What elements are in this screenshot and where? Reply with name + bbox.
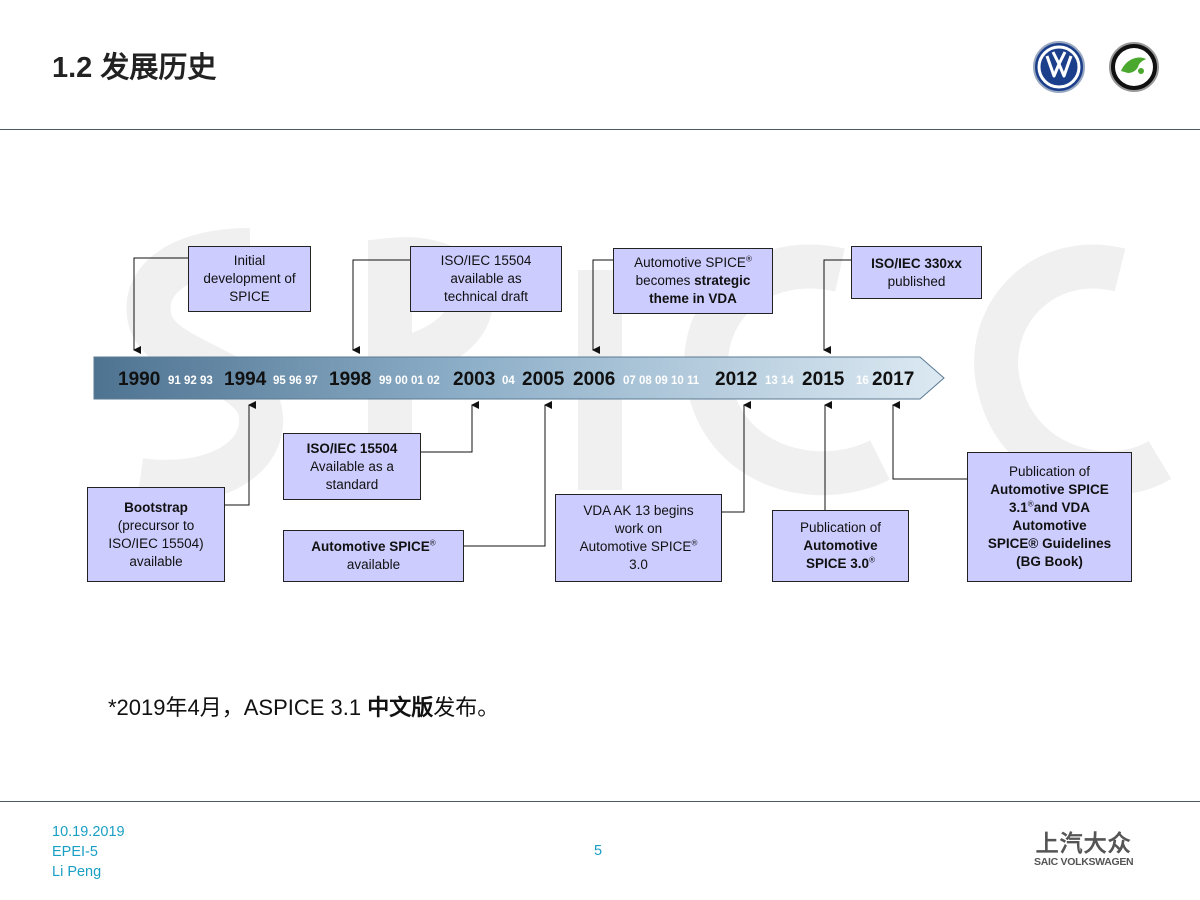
event-text: Publication of bbox=[1008, 464, 1091, 479]
event-text: ISO/IEC 15504 bbox=[440, 253, 532, 268]
footer-author: Li Peng bbox=[52, 864, 102, 880]
event-text-bold: ISO/IEC 15504 bbox=[306, 440, 398, 456]
event-text-bold: Bootstrap bbox=[124, 499, 188, 515]
registered-mark: ® bbox=[869, 555, 875, 565]
event-text: available bbox=[129, 553, 183, 569]
release-note: *2019年4月，ASPICE 3.1 中文版发布。 bbox=[108, 690, 499, 722]
event-box-spice-31-publication: Publication of Automotive SPICE 3.1®and … bbox=[967, 452, 1132, 582]
event-text-bold: Automotive bbox=[803, 538, 878, 553]
event-text: Automotive SPICE bbox=[634, 255, 746, 270]
event-text: SPICE bbox=[229, 289, 270, 304]
event-text-bold: SPICE® Guidelines bbox=[987, 536, 1112, 551]
page-title: 1.2 发展历史 bbox=[52, 52, 217, 84]
event-text: technical draft bbox=[443, 289, 529, 304]
event-text: published bbox=[887, 273, 946, 289]
year-label: 1998 bbox=[329, 369, 372, 390]
event-text: available bbox=[346, 557, 401, 572]
event-text-bold: Automotive SPICE bbox=[990, 482, 1109, 497]
event-text-bold: Automotive bbox=[1012, 518, 1087, 533]
footer-info: 10.19.2019 EPEI-5 Li Peng bbox=[52, 822, 125, 882]
event-text-bold: SPICE 3.0 bbox=[806, 556, 870, 571]
event-box-bootstrap: Bootstrap (precursor to ISO/IEC 15504) a… bbox=[87, 487, 225, 582]
year-label: 2003 bbox=[453, 369, 496, 390]
year-label: 1990 bbox=[118, 369, 161, 390]
minor-year-label: 16 bbox=[856, 375, 869, 387]
event-text-bold: Automotive SPICE bbox=[311, 539, 430, 554]
brand-name-en: SAIC VOLKSWAGEN bbox=[1034, 856, 1134, 868]
note-text: *2019年4月，ASPICE 3.1 bbox=[108, 695, 368, 720]
footer-divider bbox=[0, 801, 1200, 802]
event-text: becomes bbox=[635, 273, 695, 288]
brand-name-cn: 上汽大众 bbox=[1035, 830, 1132, 856]
event-box-initial-development: Initial development of SPICE bbox=[188, 246, 311, 312]
event-box-automotive-spice-available: Automotive SPICE® available bbox=[283, 530, 464, 582]
footer-date: 10.19.2019 bbox=[52, 824, 125, 840]
event-text: (precursor to bbox=[117, 517, 195, 533]
event-text: Publication of bbox=[799, 520, 882, 535]
footer-dept: EPEI-5 bbox=[52, 844, 98, 860]
year-label: 1994 bbox=[224, 369, 267, 390]
saic-volkswagen-logo: 上汽大众 SAIC VOLKSWAGEN bbox=[1034, 830, 1134, 868]
year-label: 2015 bbox=[802, 369, 845, 390]
vw-logo-icon bbox=[1033, 41, 1085, 93]
registered-mark: ® bbox=[691, 538, 698, 548]
event-box-iso-technical-draft: ISO/IEC 15504 available as technical dra… bbox=[410, 246, 562, 312]
event-text-bold: strategic bbox=[694, 273, 751, 288]
event-text-bold: and VDA bbox=[1033, 500, 1090, 515]
header-divider bbox=[0, 129, 1200, 130]
event-text: ISO/IEC 15504) bbox=[108, 535, 204, 551]
timeline-arrow bbox=[93, 356, 945, 400]
event-text: Automotive SPICE bbox=[579, 539, 692, 554]
event-box-spice-30-publication: Publication of Automotive SPICE 3.0® bbox=[772, 510, 909, 582]
event-box-iso-330xx: ISO/IEC 330xx published bbox=[851, 246, 982, 299]
minor-year-label: 07 08 09 10 11 bbox=[623, 375, 700, 387]
note-text-bold: 中文版 bbox=[367, 695, 434, 720]
year-label: 2012 bbox=[715, 369, 758, 390]
minor-year-label: 13 14 bbox=[765, 375, 794, 387]
event-text: VDA AK 13 begins bbox=[583, 503, 694, 518]
event-text-bold: 3.1 bbox=[1009, 500, 1028, 515]
minor-year-label: 04 bbox=[502, 375, 515, 387]
event-text: available as bbox=[450, 271, 522, 286]
event-text-bold: ISO/IEC 330xx bbox=[871, 255, 962, 271]
page-number: 5 bbox=[594, 843, 603, 859]
minor-year-label: 95 96 97 bbox=[273, 375, 318, 387]
event-box-vda-ak13: VDA AK 13 begins work on Automotive SPIC… bbox=[555, 494, 722, 582]
event-text: development of bbox=[203, 271, 296, 286]
registered-mark: ® bbox=[1027, 499, 1034, 509]
event-box-strategic-theme-vda: Automotive SPICE® becomes strategic them… bbox=[613, 248, 773, 314]
skoda-logo-icon bbox=[1109, 42, 1159, 92]
year-label: 2017 bbox=[872, 369, 915, 390]
note-text: 发布。 bbox=[433, 695, 500, 720]
registered-mark: ® bbox=[745, 254, 752, 264]
event-text: standard bbox=[325, 476, 379, 492]
event-text-bold: (BG Book) bbox=[1016, 554, 1083, 569]
event-text-bold: theme in VDA bbox=[649, 291, 737, 306]
event-text: 3.0 bbox=[629, 557, 648, 572]
event-box-iso-standard: ISO/IEC 15504 Available as a standard bbox=[283, 433, 421, 500]
event-text: Initial bbox=[233, 253, 266, 268]
year-label: 2006 bbox=[573, 369, 616, 390]
minor-year-label: 99 00 01 02 bbox=[379, 375, 440, 387]
year-label: 2005 bbox=[522, 369, 565, 390]
event-text: work on bbox=[614, 521, 663, 536]
minor-year-label: 91 92 93 bbox=[168, 375, 213, 387]
registered-mark: ® bbox=[429, 538, 436, 548]
event-text: Available as a bbox=[310, 458, 394, 474]
